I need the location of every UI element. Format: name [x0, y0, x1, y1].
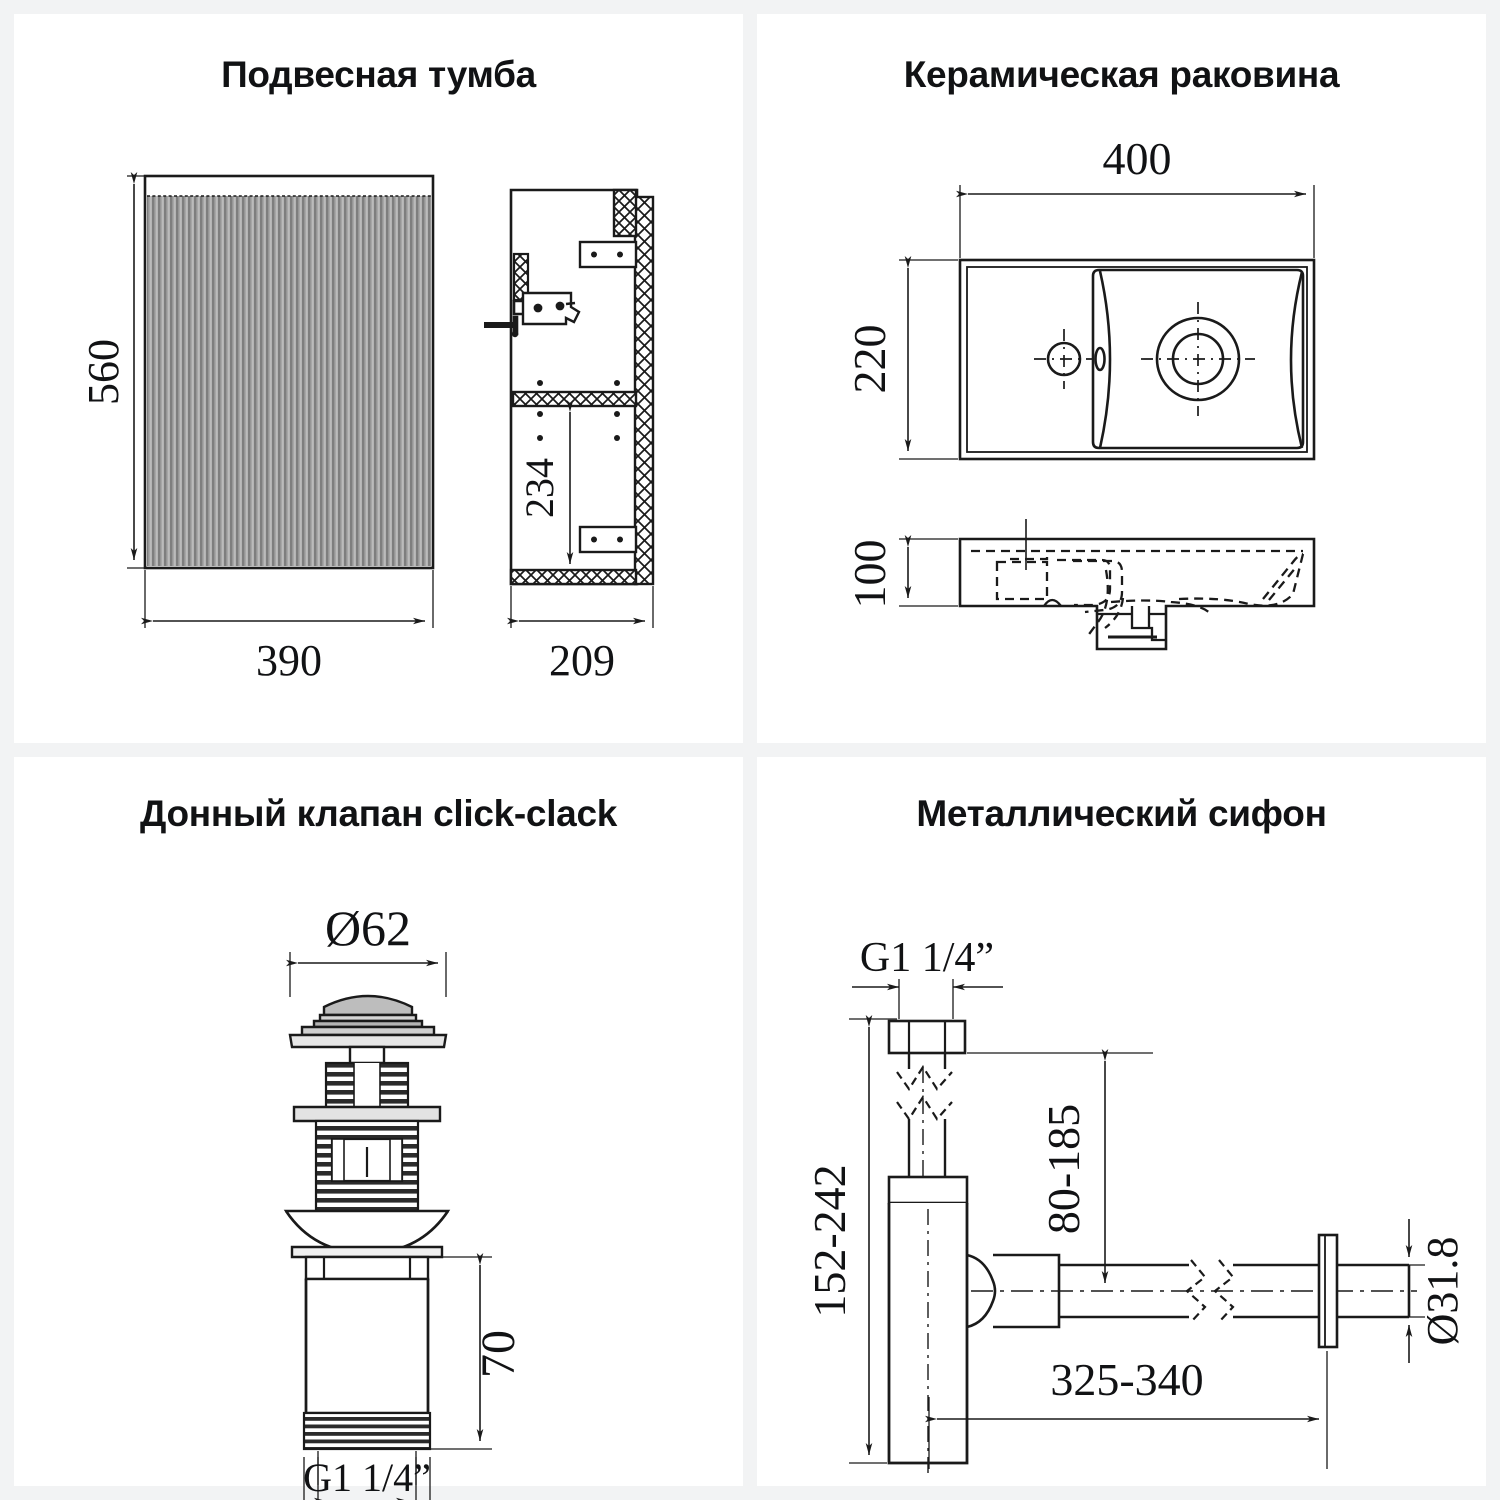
sheet-edge-left — [0, 0, 14, 1500]
dimension-siphon-pipe-diameter: Ø31.8 — [1418, 1237, 1467, 1346]
dimension-siphon-inlet-thread: G1 1/4” — [860, 935, 994, 981]
dimension-siphon-outlet-height: 80-185 — [1038, 1104, 1089, 1234]
dimension-valve-cap-diameter: Ø62 — [325, 900, 411, 956]
panel-siphon: Металлический сифон — [757, 757, 1486, 1486]
dimension-basin-height: 100 — [844, 540, 895, 609]
dimension-cabinet-shelf-height: 234 — [517, 458, 562, 518]
dimension-basin-width: 400 — [1103, 133, 1172, 184]
panel-washbasin: Керамическая раковина — [757, 14, 1486, 743]
washbasin-drawing: 400 220 100 — [844, 133, 1316, 651]
sheet-edge-right — [1486, 0, 1500, 1500]
dimension-valve-thread-length: 70 — [472, 1330, 525, 1378]
dimension-valve-thread-size: G1 1/4” — [303, 1457, 431, 1500]
clickclack-drawing: Ø62 70 — [283, 900, 525, 1485]
cabinet-drawing: 560 390 234 209 — [79, 172, 655, 685]
dimension-cabinet-width: 390 — [256, 636, 322, 685]
panel-title-siphon: Металлический сифон — [916, 793, 1327, 834]
panel-title-washbasin: Керамическая раковина — [903, 54, 1340, 95]
panel-clickclack: Донный клапан click-clack — [14, 757, 743, 1500]
sheet-edge-bottom — [0, 1486, 1500, 1500]
dimension-siphon-outlet-length: 325-340 — [1050, 1354, 1203, 1405]
dimension-cabinet-height: 560 — [79, 339, 128, 405]
sheet-edge-top — [0, 0, 1500, 14]
dimension-siphon-total-height: 152-242 — [804, 1164, 855, 1317]
panel-cabinet: Подвесная тумба — [14, 14, 743, 743]
siphon-drawing: G1 1/4” 152-242 80-185 325-340 Ø31.8 — [804, 935, 1467, 1473]
panel-divider-horizontal — [14, 743, 1486, 757]
panel-title-clickclack: Донный клапан click-clack — [139, 793, 618, 834]
dimension-basin-depth: 220 — [844, 325, 895, 394]
panel-title-cabinet: Подвесная тумба — [221, 54, 536, 95]
clickclack-lower-dimensions: G1 1/4” Ø43.5 — [303, 1457, 431, 1500]
dimension-cabinet-depth: 209 — [549, 636, 615, 685]
